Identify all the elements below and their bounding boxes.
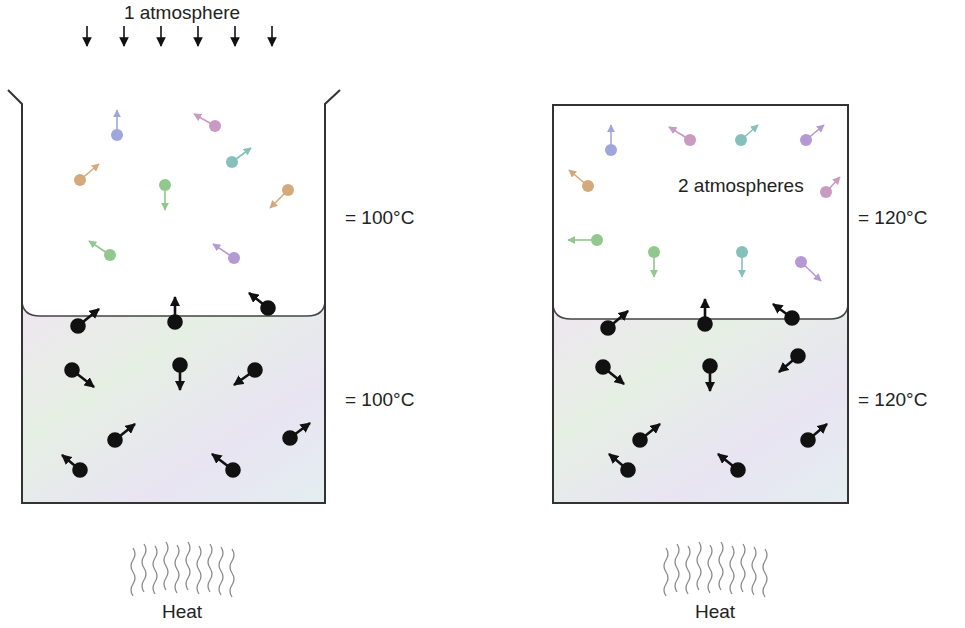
- pressure-arrow: [87, 26, 272, 46]
- liquid-molecule: [597, 299, 828, 477]
- vapour-molecule: [159, 179, 171, 191]
- pressure-arrow: [234, 26, 236, 46]
- heat-wave: [175, 545, 179, 593]
- liquid-molecule: [602, 322, 615, 335]
- liquid-molecule: [704, 360, 717, 373]
- liquid-molecule: [634, 434, 647, 447]
- vapour-molecule: [209, 120, 221, 132]
- liquid-molecule: [699, 318, 712, 331]
- liquid-molecule: [284, 432, 297, 445]
- liquid-surface: [553, 303, 848, 319]
- vapour-molecule: [104, 249, 116, 261]
- vapour-molecule: [226, 156, 238, 168]
- vapour-molecule: [591, 234, 603, 246]
- temperature-label: = 100°C: [345, 207, 414, 229]
- heat-wave: [730, 546, 734, 594]
- heat-wave: [164, 542, 168, 590]
- heat-wave: [752, 547, 756, 595]
- heat-wave: [664, 548, 668, 596]
- pressure-arrow: [123, 26, 125, 46]
- liquid-molecule: [802, 434, 815, 447]
- pressure-label: 2 atmospheres: [678, 175, 804, 197]
- heat-wave: [686, 546, 690, 594]
- closed-vessel: [553, 105, 848, 503]
- heat-wave: [763, 549, 767, 597]
- vapour-molecule: [648, 246, 660, 258]
- vapour-molecule: [568, 125, 840, 281]
- liquid-molecule: [786, 312, 799, 325]
- liquid-molecule: [792, 350, 805, 363]
- heat-wave: [741, 544, 745, 592]
- heat-wave: [131, 548, 135, 596]
- liquid-molecule: [109, 434, 122, 447]
- vapour-molecule: [228, 252, 240, 264]
- heat-wave: [675, 544, 679, 592]
- vapour-molecule: [582, 180, 594, 192]
- heat-label: Heat: [695, 601, 735, 623]
- vapour-molecule: [820, 186, 832, 198]
- liquid-molecule: [62, 293, 310, 477]
- liquid-molecule: [732, 464, 745, 477]
- vapour-molecule: [795, 256, 807, 268]
- liquid-molecule: [169, 316, 182, 329]
- vapour-molecule: [684, 134, 696, 146]
- pressure-label: 1 atmosphere: [124, 2, 240, 24]
- heat-wave: [186, 542, 190, 590]
- pressure-arrow: [86, 26, 88, 46]
- heat-wave: [142, 544, 146, 592]
- heat-wave: [230, 549, 234, 597]
- liquid-molecule: [249, 364, 262, 377]
- pressure-arrow: [271, 26, 273, 46]
- liquid-molecule: [72, 320, 85, 333]
- liquid-molecule: [74, 464, 87, 477]
- vapour-molecule: [74, 110, 294, 264]
- vapour-molecule: [282, 184, 294, 196]
- heat-label: Heat: [162, 601, 202, 623]
- heat-wave: [131, 542, 234, 597]
- open-beaker: [8, 90, 340, 503]
- liquid-water: [22, 300, 325, 503]
- liquid-water: [553, 303, 848, 503]
- liquid-molecule: [227, 464, 240, 477]
- heat-wave: [719, 542, 723, 590]
- vapour-molecule: [800, 134, 812, 146]
- heat-wave: [664, 542, 767, 597]
- pressure-arrow: [160, 26, 162, 46]
- vapour-molecule: [111, 129, 123, 141]
- heat-wave: [708, 545, 712, 593]
- liquid-molecule: [66, 364, 79, 377]
- pressure-arrow: [197, 26, 199, 46]
- heat-wave: [697, 542, 701, 590]
- vapour-molecule: [736, 246, 748, 258]
- liquid-molecule: [174, 359, 187, 372]
- vapour-molecule: [74, 174, 86, 186]
- liquid-surface: [22, 300, 325, 316]
- liquid-molecule: [597, 361, 610, 374]
- heat-wave: [219, 547, 223, 595]
- temperature-label: = 100°C: [345, 389, 414, 411]
- vapour-molecule: [735, 134, 747, 146]
- temperature-label: = 120°C: [858, 389, 927, 411]
- liquid-molecule: [622, 464, 635, 477]
- heat-wave: [197, 546, 201, 594]
- heat-wave: [153, 546, 157, 594]
- temperature-label: = 120°C: [858, 207, 927, 229]
- vapour-molecule: [605, 144, 617, 156]
- liquid-molecule: [262, 302, 275, 315]
- heat-wave: [208, 544, 212, 592]
